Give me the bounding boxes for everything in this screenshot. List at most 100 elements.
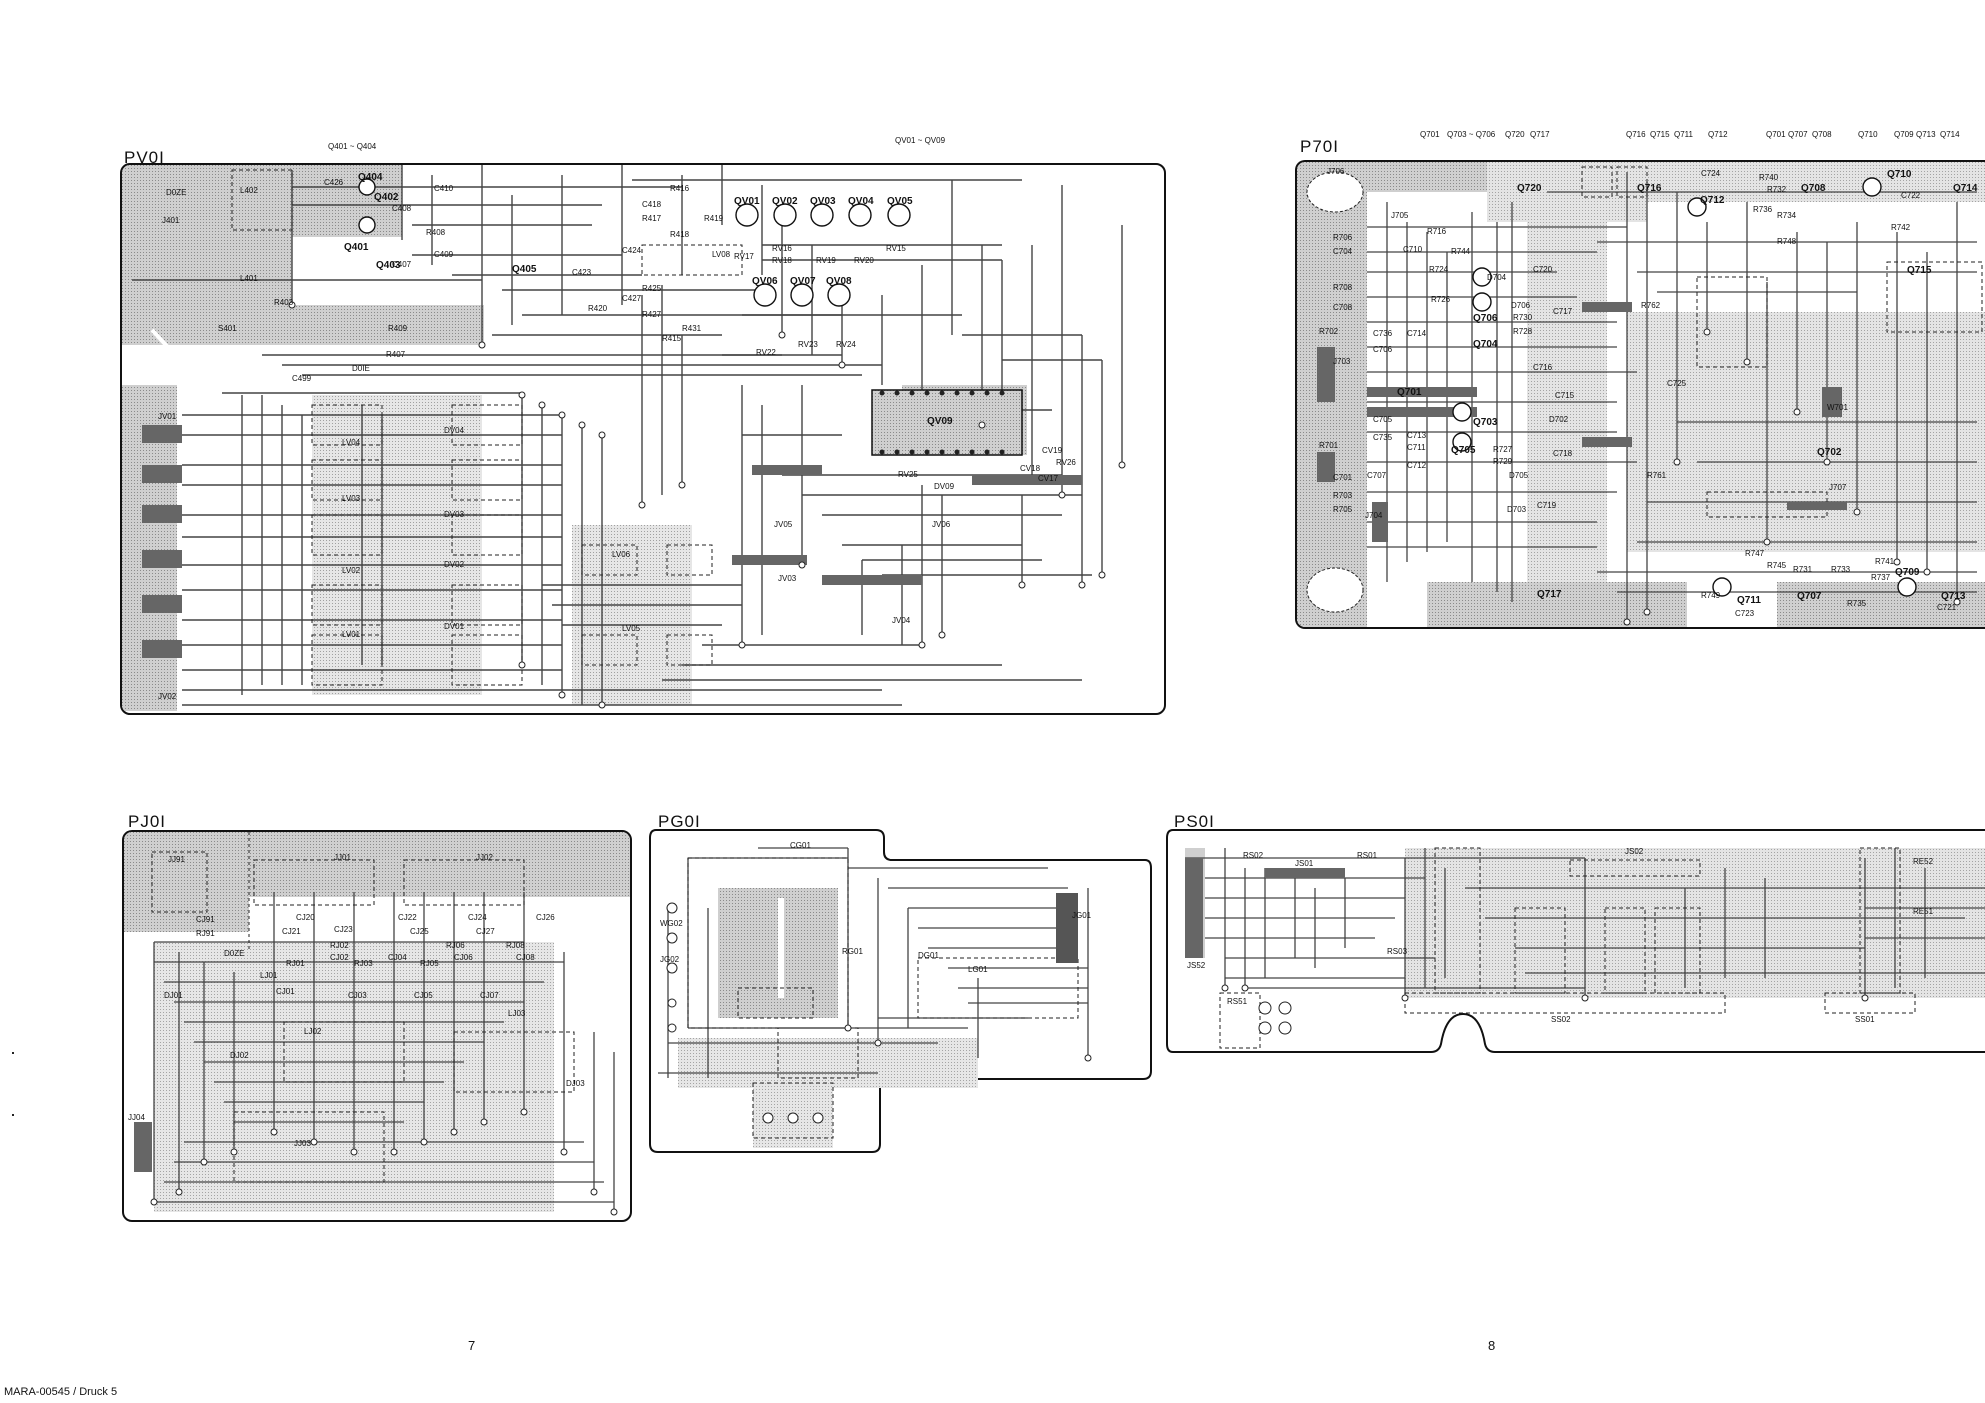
p701-part-c711: C711 (1407, 443, 1426, 452)
p701-part-r724: R724 (1429, 265, 1449, 274)
pj01-part-lj01: LJ01 (260, 971, 278, 980)
pj01-part-cj03: CJ03 (348, 991, 367, 1000)
p701-part-r733: R733 (1831, 565, 1851, 574)
p701-part-c721: C721 (1937, 603, 1957, 612)
pv01-part-jv04: JV04 (892, 616, 911, 625)
pv01-part-jv02: JV02 (158, 692, 177, 701)
pv01-traces (122, 165, 1126, 711)
pv01-part-d0ze: D0ZE (166, 188, 187, 197)
pj01-part-dj03: DJ03 (566, 1079, 585, 1088)
p701-header-note-15: Q714 (1940, 130, 1960, 139)
pv01-header-note-1: Q401 ~ Q404 (328, 142, 377, 151)
pj01-part-cj01: CJ01 (276, 987, 295, 996)
p701-part-q714: Q714 (1953, 183, 1978, 194)
pv01-part-lv01: LV01 (342, 630, 361, 639)
p701-part-r761: R761 (1647, 471, 1667, 480)
board-label-pg01: PG0I (658, 812, 701, 831)
pg01-part-dg01: DG01 (918, 951, 939, 960)
p701-part-r748: R748 (1777, 237, 1797, 246)
p701-header-note-12: Q710 (1858, 130, 1878, 139)
p701-part-q706: Q706 (1473, 313, 1498, 324)
p701-part-d706: D706 (1511, 301, 1531, 310)
page-number-right: 8 (1488, 1338, 1496, 1353)
p701-part-j703: J703 (1333, 357, 1351, 366)
pv01-part-cv18: CV18 (1020, 464, 1041, 473)
board-label-p701: P70I (1300, 137, 1339, 156)
p701-part-r734: R734 (1777, 211, 1797, 220)
document-footer: MARA-00545 / Druck 5 (4, 1386, 118, 1398)
pv01-part-l402: L402 (240, 186, 258, 195)
p701-part-c706: C706 (1373, 345, 1393, 354)
p701-part-r735: R735 (1847, 599, 1867, 608)
pj01-part-jj01: JJ01 (334, 853, 351, 862)
p701-part-q717: Q717 (1537, 589, 1562, 600)
pv01-part-j401: J401 (162, 216, 180, 225)
pv01-part-s401: S401 (218, 324, 237, 333)
p701-part-r705: R705 (1333, 505, 1353, 514)
p701-part-r737: R737 (1871, 573, 1891, 582)
pj01-part-cj21: CJ21 (282, 927, 301, 936)
pg01-part-jg01: JG01 (1072, 911, 1092, 920)
pv01-part-rv26: RV26 (1056, 458, 1076, 467)
p701-part-r747: R747 (1745, 549, 1765, 558)
p701-part-r701: R701 (1319, 441, 1339, 450)
p701-part-r729: R729 (1493, 457, 1513, 466)
p701-part-r716: R716 (1427, 227, 1447, 236)
p701-part-d704: D704 (1487, 273, 1507, 282)
pv01-part-c423: C423 (572, 268, 592, 277)
pv01-part-rv22: RV22 (756, 348, 776, 357)
pg01-traces (649, 829, 1152, 1153)
pv01-part-c499: C499 (292, 374, 312, 383)
pj01-part-cj20: CJ20 (296, 913, 315, 922)
pv01-part-rv17: RV17 (734, 252, 754, 261)
ps01-part-js02: JS02 (1625, 847, 1644, 856)
p701-part-j707: J707 (1829, 483, 1847, 492)
pv01-part-lv06: LV06 (612, 550, 631, 559)
p701-part-c720: C720 (1533, 265, 1553, 274)
pg01-part-rg01: RG01 (842, 947, 863, 956)
pv01-part-rv18: RV18 (772, 256, 792, 265)
pv01-part-cv17: CV17 (1038, 474, 1059, 483)
pj01-part-cj26: CJ26 (536, 913, 555, 922)
p701-part-q709: Q709 (1895, 567, 1920, 578)
pj01-part-rj02: RJ02 (330, 941, 349, 950)
board-pg01: CG01 WG02 JG02 RG01 DG01 LG01 JG01 (648, 828, 1153, 1154)
pv01-part-jv05: JV05 (774, 520, 793, 529)
board-ps01: RS02 JS01 RS01 JS02 RE52 RE51 RS03 JS52 … (1165, 828, 1985, 1058)
pj01-part-d0ze: D0ZE (224, 949, 245, 958)
p701-part-r731: R731 (1793, 565, 1813, 574)
p701-header-note-11: Q708 (1812, 130, 1832, 139)
pj01-part-cj04: CJ04 (388, 953, 407, 962)
pj01-part-cj91: CJ91 (196, 915, 215, 924)
p701-part-c714: C714 (1407, 329, 1427, 338)
board-label-pv01: PV0I (124, 148, 165, 167)
pv01-part-qv04: QV04 (848, 196, 874, 207)
p701-header-note-13: Q709 (1894, 130, 1914, 139)
p701-part-c704: C704 (1333, 247, 1353, 256)
pv01-part-jv06: JV06 (932, 520, 951, 529)
pv01-part-r425: R425 (642, 284, 662, 293)
p701-part-r762: R762 (1641, 301, 1661, 310)
p701-part-c722: C722 (1901, 191, 1921, 200)
p701-part-q720: Q720 (1517, 183, 1542, 194)
p701-part-q712: Q712 (1700, 195, 1725, 206)
pj01-part-rj06: RJ06 (446, 941, 465, 950)
ps01-part-rs01: RS01 (1357, 851, 1378, 860)
p701-part-q701: Q701 (1397, 387, 1422, 398)
pv01-part-dv04: DV04 (444, 426, 465, 435)
p701-part-c708: C708 (1333, 303, 1353, 312)
p701-part-r742: R742 (1891, 223, 1911, 232)
ps01-part-js52: JS52 (1187, 961, 1206, 970)
pv01-part-qv05: QV05 (887, 196, 913, 207)
p701-part-w701: W701 (1827, 403, 1848, 412)
p701-part-c735: C735 (1373, 433, 1393, 442)
pv01-part-c407: C407 (392, 260, 412, 269)
p701-part-q713: Q713 (1941, 591, 1966, 602)
p701-header-note-5: Q716 (1626, 130, 1646, 139)
p701-part-q711: Q711 (1737, 595, 1761, 606)
ps01-part-re52: RE52 (1913, 857, 1934, 866)
pv01-part-q401: Q401 (344, 242, 369, 253)
pj01-part-cj23: CJ23 (334, 925, 353, 934)
pv01-part-qv08: QV08 (826, 276, 852, 287)
p701-header-note-6: Q715 (1650, 130, 1670, 139)
